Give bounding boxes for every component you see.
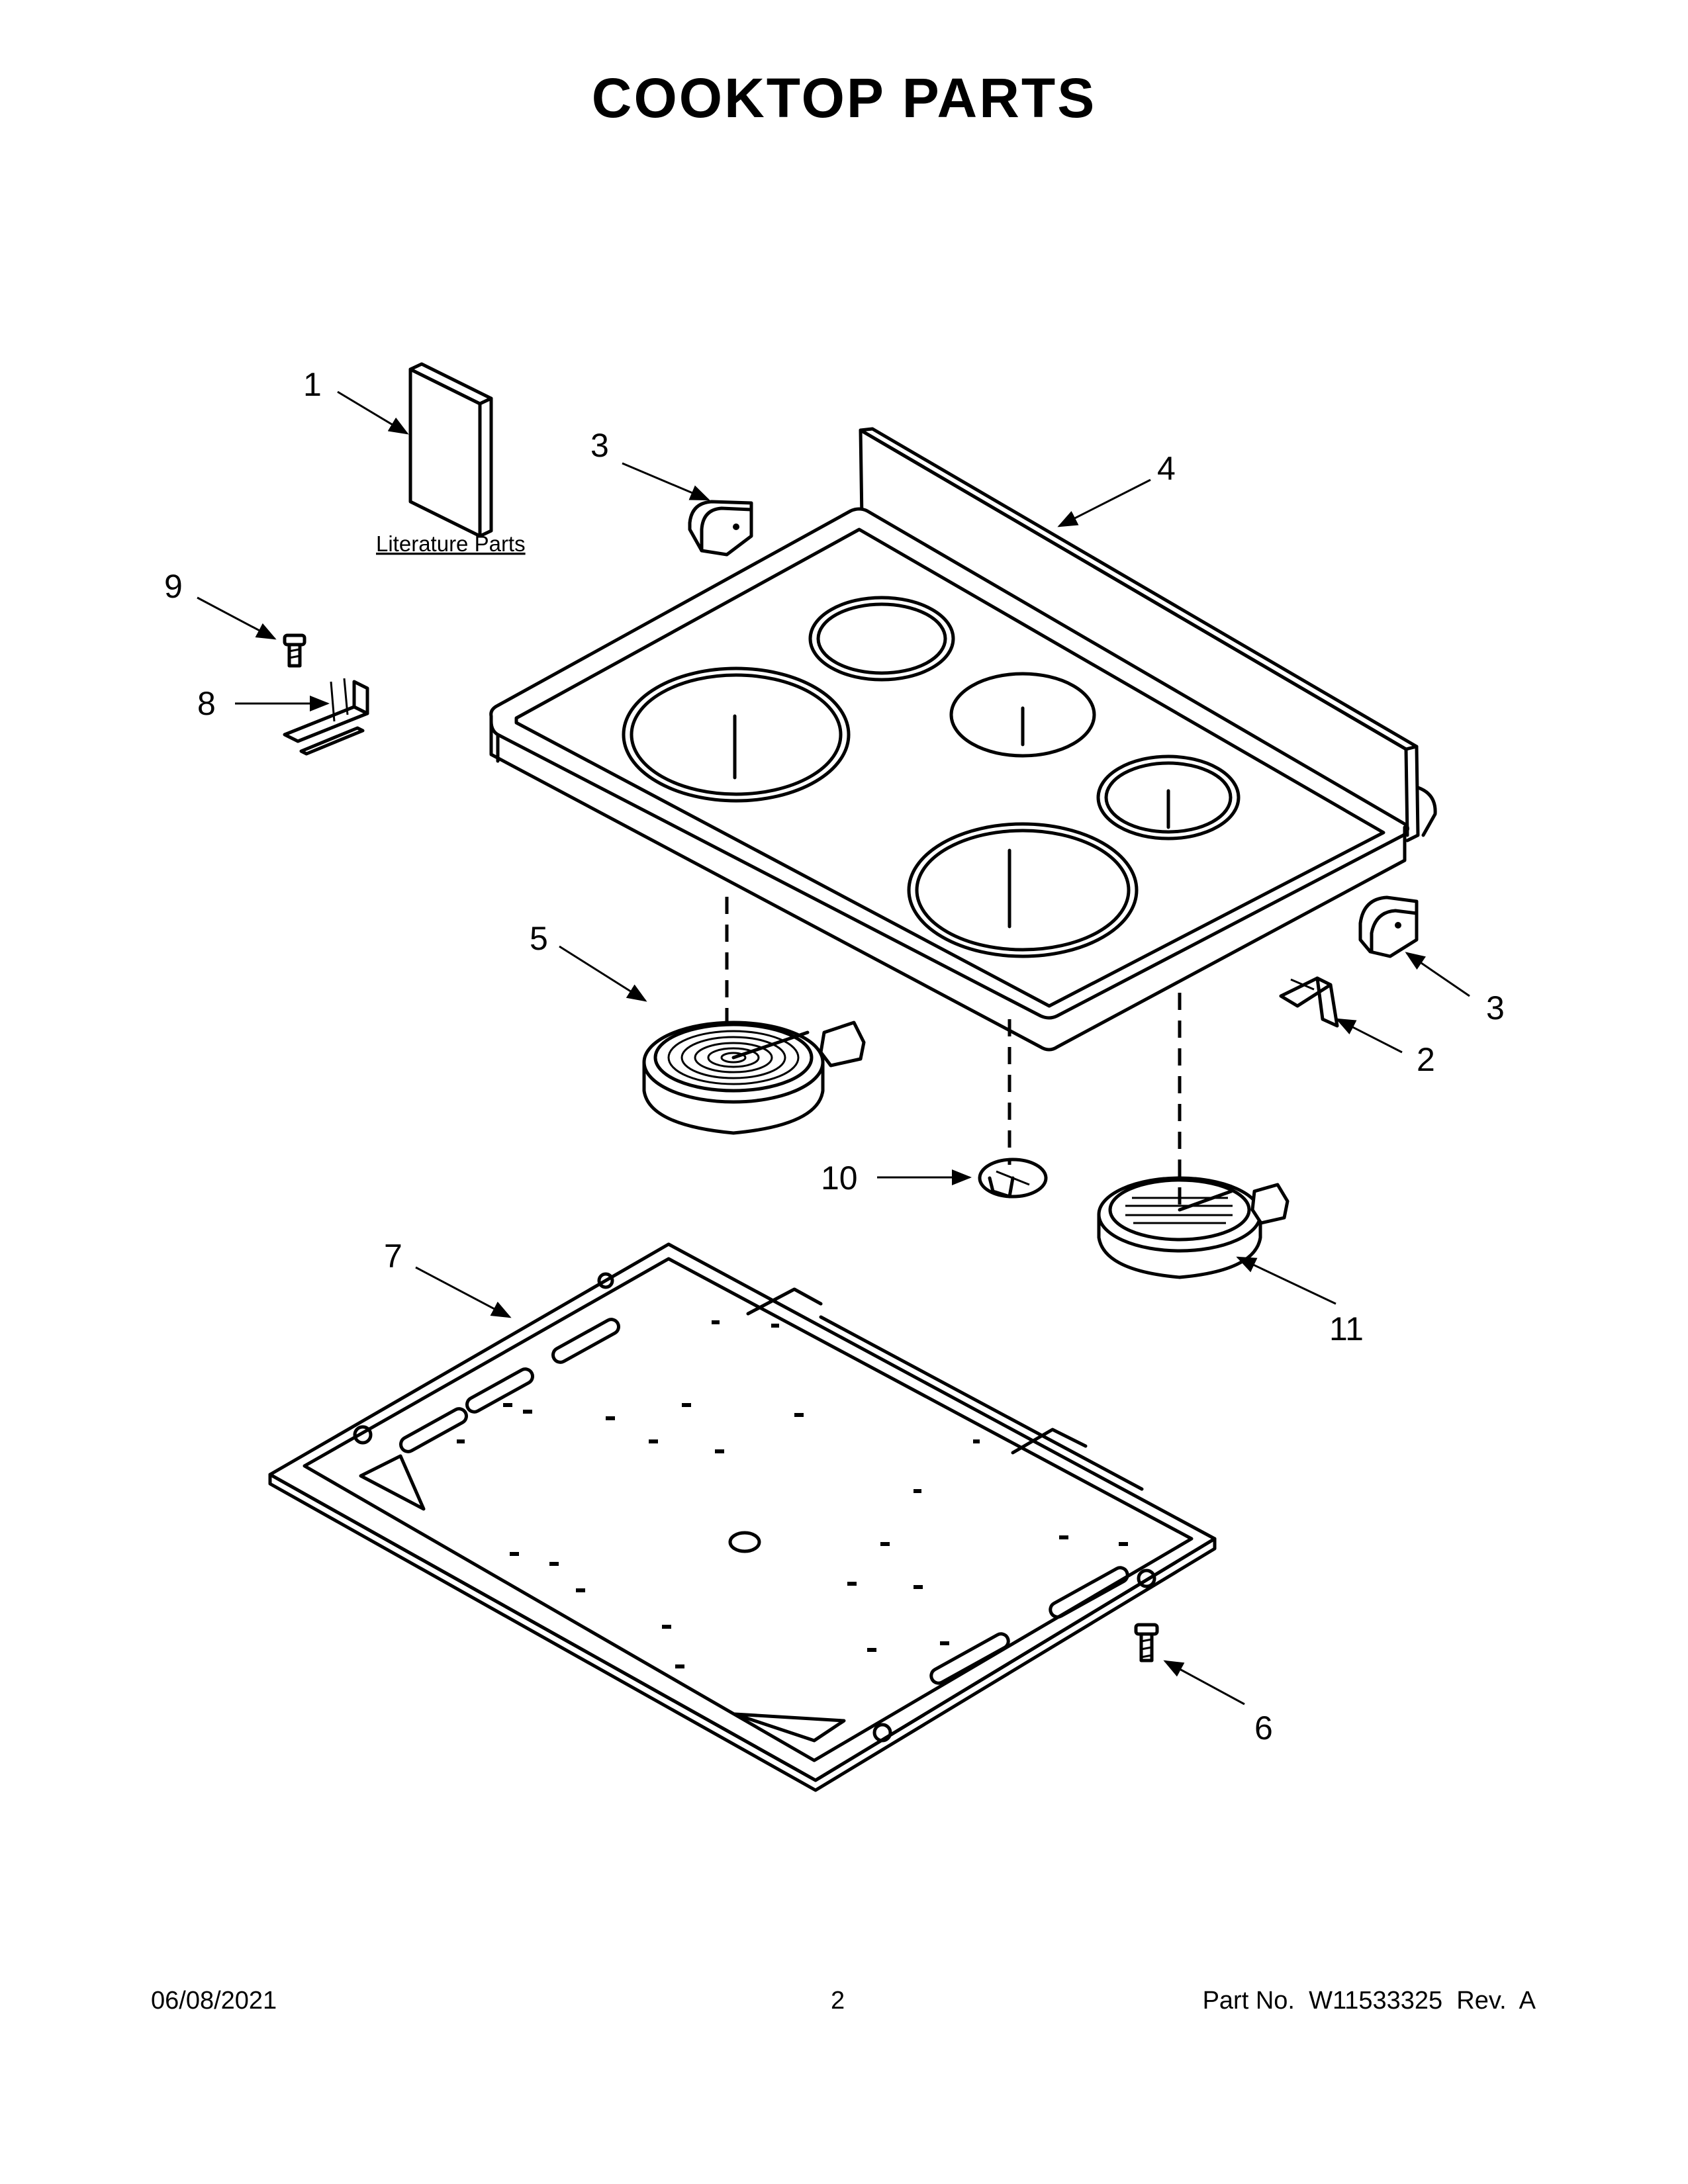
callout-10: 10	[821, 1160, 858, 1197]
callout-3-right: 3	[1486, 989, 1505, 1026]
callout-6: 6	[1254, 1709, 1273, 1747]
hinge-bracket-part-3-left	[688, 500, 753, 557]
callout-4: 4	[1157, 450, 1176, 487]
callout-8: 8	[197, 685, 216, 722]
callout-9: 9	[164, 568, 183, 605]
support-panel-part-7	[268, 1242, 1217, 1792]
bracket-part-8	[283, 678, 369, 756]
leader-arrows	[197, 390, 1470, 1706]
literature-booklet: Literature Parts	[376, 362, 526, 556]
footer-date: 06/08/2021	[151, 1987, 277, 2015]
screw-part-6	[1134, 1623, 1159, 1662]
clip-part-2	[1279, 976, 1339, 1028]
callout-1: 1	[303, 366, 322, 403]
screw-part-9	[283, 633, 306, 668]
hinge-bracket-part-3-right	[1358, 895, 1419, 958]
footer-page-number: 2	[831, 1987, 845, 2015]
callout-3-top: 3	[590, 427, 609, 464]
callout-11: 11	[1329, 1310, 1364, 1347]
callout-2: 2	[1417, 1041, 1435, 1078]
radiant-element-part-11	[1097, 1176, 1289, 1279]
callout-7: 7	[384, 1238, 402, 1275]
callout-5: 5	[530, 920, 548, 957]
literature-parts-label: Literature Parts	[376, 531, 526, 556]
callout-numbers: 1 3 4 9 8 5 3 2 10 11 7 6	[164, 366, 1505, 1747]
cooktop-main-top	[489, 427, 1437, 1052]
radiant-element-part-5	[642, 1021, 866, 1135]
footer-part-number: Part No. W11533325 Rev. A	[1202, 1987, 1536, 2015]
element-clip-part-10	[978, 1158, 1048, 1199]
page-title: COOKTOP PARTS	[591, 67, 1097, 129]
exploded-view-guide-lines	[725, 854, 1182, 1206]
